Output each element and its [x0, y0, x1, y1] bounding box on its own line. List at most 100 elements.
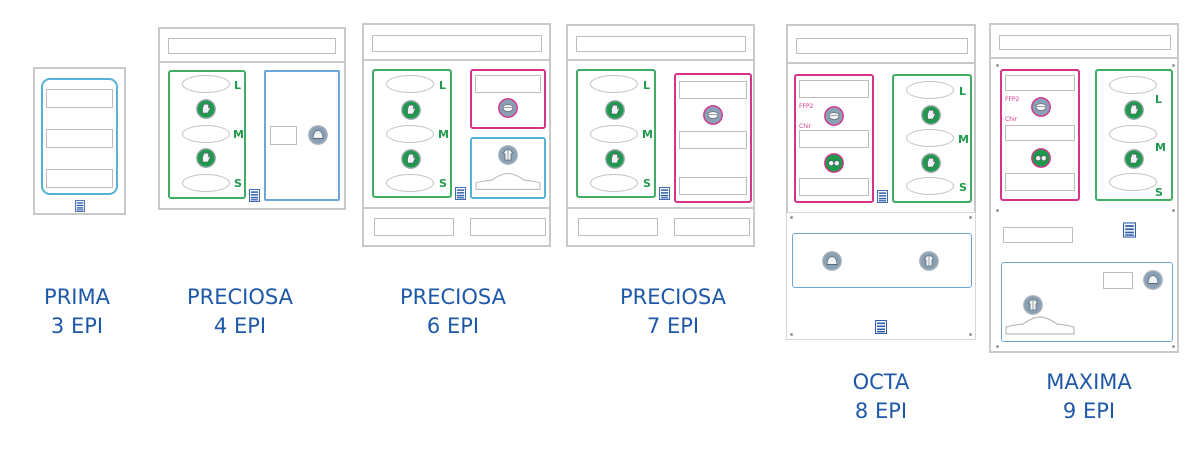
lower-door: [792, 233, 972, 288]
screw: [996, 209, 999, 212]
screw: [969, 333, 972, 336]
preciosa6-base: [362, 207, 551, 247]
header-slot: [999, 35, 1171, 50]
glove-icon: [1124, 100, 1144, 120]
caption-preciosa-6: PRECIOSA 6 EPI: [383, 283, 523, 341]
caption-maxima: MAXIMA 9 EPI: [1019, 368, 1159, 426]
prima-slot-3: [46, 169, 113, 188]
mask-slot-2: [799, 130, 869, 148]
size-s-label: S: [643, 177, 651, 190]
glove-slot-m: [386, 125, 434, 143]
ffp2-label: FFP2: [1005, 96, 1020, 103]
glove-slot-l: [386, 75, 434, 93]
model-count: 4 EPI: [213, 314, 267, 338]
glove-slot-m: [1109, 125, 1157, 143]
dispenser-icon: [455, 187, 466, 200]
screw: [790, 333, 793, 336]
model-name: PRECIOSA: [187, 285, 293, 309]
size-l-label: L: [439, 79, 447, 92]
cap-icon: [308, 125, 328, 145]
glove-icon: [1124, 149, 1144, 169]
glove-icon: [401, 100, 421, 120]
glove-slot-s: [1109, 173, 1157, 191]
dispenser-icon: [659, 187, 670, 200]
mask-icon: [824, 106, 844, 126]
size-s-label: S: [439, 177, 447, 190]
chir-label: Chir: [799, 123, 812, 130]
glove-slot-s: [386, 174, 434, 192]
chir-label: Chir: [1005, 116, 1018, 123]
mask-slot-1: [799, 80, 869, 98]
preciosa6-cabinet: L M S: [362, 59, 551, 209]
glasses-icon: [824, 153, 844, 173]
cap-icon: [1143, 270, 1163, 290]
base-slot-left: [578, 218, 658, 236]
glove-icon: [921, 105, 941, 125]
header-slot: [372, 35, 542, 52]
middle-slot: [1003, 227, 1073, 243]
caption-prima: PRIMA 3 EPI: [22, 283, 132, 341]
octa-header: [786, 24, 976, 64]
glove-slot-s: [906, 177, 954, 195]
glove-icon: [401, 149, 421, 169]
size-m-label: M: [1155, 141, 1166, 154]
preciosa7-base: [566, 207, 755, 247]
mask-icon: [703, 105, 723, 125]
prima-slot-1: [46, 89, 113, 108]
size-l-label: L: [234, 79, 242, 92]
base-slot-right: [674, 218, 750, 236]
base-slot-right: [470, 218, 546, 236]
mask-slot-1: [679, 81, 747, 99]
base-slot-left: [374, 218, 454, 236]
model-name: PRECIOSA: [400, 285, 506, 309]
octa-base: [786, 212, 976, 340]
glove-slot-s: [590, 174, 638, 192]
octa-cabinet: FFP2 Chir L M S: [786, 62, 976, 214]
glove-slot-s: [182, 174, 230, 192]
header-slot: [796, 38, 968, 54]
dispenser-icon: [877, 190, 888, 203]
glove-slot-l: [906, 81, 954, 99]
dispenser-icon: [1123, 222, 1136, 238]
glove-slot-l: [1109, 76, 1157, 94]
header-slot: [168, 38, 336, 54]
size-m-label: M: [958, 133, 969, 146]
glasses-icon: [1031, 148, 1051, 168]
preciosa4-header: [158, 27, 346, 63]
dispenser-icon: [75, 200, 85, 212]
mask-slot-2: [1005, 125, 1075, 141]
cap-icon: [822, 251, 842, 271]
glove-icon: [921, 153, 941, 173]
glove-icon: [196, 148, 216, 168]
caption-octa: OCTA 8 EPI: [811, 368, 951, 426]
glove-slot-l: [182, 75, 230, 93]
mask-slot-2: [679, 131, 747, 149]
maxima-header: [989, 23, 1179, 59]
glove-slot-m: [590, 125, 638, 143]
size-l-label: L: [959, 85, 967, 98]
mask-slot-3: [1005, 173, 1075, 191]
size-s-label: S: [1155, 186, 1163, 199]
preciosa6-header: [362, 23, 551, 61]
dispenser-icon: [249, 189, 260, 202]
preciosa7-header: [566, 24, 755, 61]
model-name: PRIMA: [44, 285, 110, 309]
mask-icon: [1031, 97, 1051, 117]
gown-icon: [498, 145, 518, 165]
screw: [1172, 209, 1175, 212]
caption-preciosa-4: PRECIOSA 4 EPI: [170, 283, 310, 341]
glove-icon: [605, 149, 625, 169]
model-count: 7 EPI: [646, 314, 700, 338]
size-s-label: S: [959, 181, 967, 194]
screw: [1172, 64, 1175, 67]
size-l-label: L: [1155, 93, 1163, 106]
door-slot: [270, 126, 297, 145]
model-count: 8 EPI: [854, 399, 908, 423]
screw: [996, 64, 999, 67]
size-s-label: S: [234, 177, 242, 190]
glove-icon: [196, 99, 216, 119]
model-name: OCTA: [852, 370, 910, 394]
mask-slot-3: [799, 178, 869, 196]
lower-slot: [1103, 272, 1133, 289]
mask-icon: [498, 98, 518, 118]
